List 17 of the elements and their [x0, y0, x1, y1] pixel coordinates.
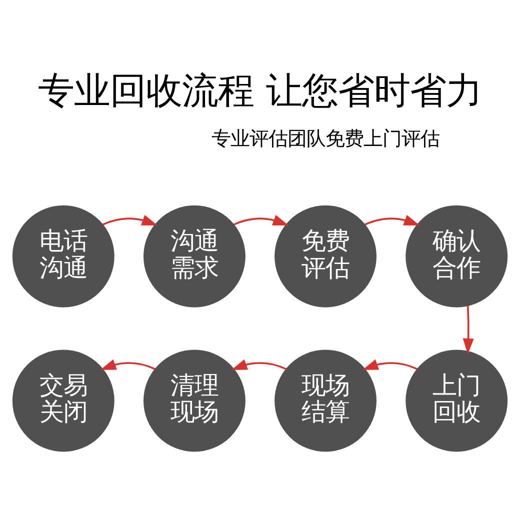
arrow — [102, 215, 158, 226]
node-circle: 清理现场 — [144, 350, 246, 452]
arrow — [100, 359, 156, 370]
node-circle: 交易关闭 — [12, 350, 114, 452]
node-circle: 沟通需求 — [144, 205, 246, 308]
node-circle: 确认合作 — [406, 205, 508, 308]
arrow — [231, 359, 287, 370]
node-circle: 上门回收 — [406, 350, 508, 452]
arrow — [364, 215, 420, 226]
label: 专业评估团队免费上门评估 — [212, 127, 440, 150]
diagram-title: 专业回收流程 让您省时省力 — [38, 68, 482, 112]
node-circle: 现场结算 — [274, 350, 376, 452]
node-circle: 免费评估 — [274, 205, 376, 308]
arrow — [362, 359, 418, 370]
arrow — [462, 306, 474, 354]
arrow — [234, 215, 289, 226]
node-circle: 电话沟通 — [12, 205, 114, 308]
